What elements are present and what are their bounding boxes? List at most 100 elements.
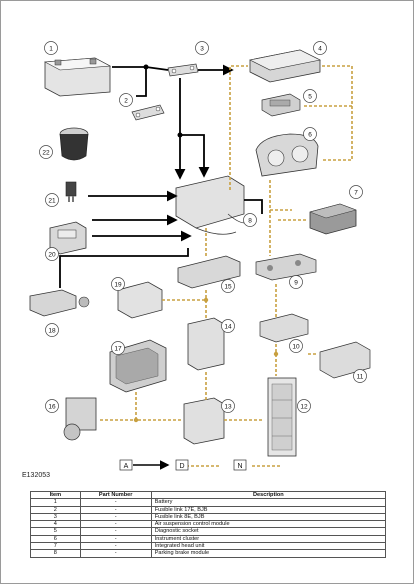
junction-block-component bbox=[109, 339, 167, 393]
module-19-component bbox=[117, 281, 163, 319]
cell-item: 7 bbox=[30, 542, 81, 551]
callout-15: 15 bbox=[221, 279, 235, 293]
callout-17: 17 bbox=[111, 341, 125, 355]
callout-13: 13 bbox=[221, 399, 235, 413]
cell-part-number: - bbox=[79, 527, 152, 536]
callout-4-label: 4 bbox=[318, 46, 322, 53]
callout-5-label: 5 bbox=[308, 94, 312, 101]
cell-description: Air suspension control module bbox=[150, 520, 387, 529]
callout-18: 18 bbox=[45, 323, 59, 337]
table-row: 4-Air suspension control module bbox=[30, 520, 387, 529]
header-item: Item bbox=[30, 490, 81, 500]
callout-20: 20 bbox=[45, 247, 59, 261]
callout-10: 10 bbox=[289, 339, 303, 353]
cell-description: Parking brake module bbox=[150, 549, 387, 558]
fusible-link-8e-component bbox=[167, 63, 199, 77]
cell-part-number: - bbox=[79, 512, 152, 522]
fuse-component bbox=[65, 181, 77, 202]
callout-8-label: 8 bbox=[248, 218, 252, 225]
callout-15-label: 15 bbox=[224, 284, 232, 291]
figure-id: E132053 bbox=[22, 472, 51, 479]
callout-3-label: 3 bbox=[200, 46, 204, 53]
legend-label-n: N bbox=[237, 463, 242, 470]
callout-3: 3 bbox=[195, 41, 209, 55]
cell-part-number: - bbox=[79, 505, 152, 514]
cell-part-number: - bbox=[79, 549, 152, 558]
callout-2: 2 bbox=[119, 93, 133, 107]
table-row: 1-Battery bbox=[30, 498, 387, 507]
parking-brake-module-component bbox=[175, 175, 249, 235]
legend-label-a: A bbox=[124, 463, 129, 470]
callout-7: 7 bbox=[349, 185, 363, 199]
callout-22-label: 22 bbox=[42, 150, 50, 157]
callout-1-label: 1 bbox=[49, 46, 53, 53]
callout-1: 1 bbox=[44, 41, 58, 55]
battery-component bbox=[43, 57, 112, 97]
module-15-component bbox=[177, 255, 241, 289]
callout-19-label: 19 bbox=[114, 282, 122, 289]
module-11-component bbox=[319, 341, 371, 379]
cell-description: Integrated head unit bbox=[150, 542, 387, 551]
table-row: 5-Diagnostic socket bbox=[30, 527, 387, 536]
cell-item: 4 bbox=[30, 520, 81, 529]
fuse-box-component bbox=[267, 377, 297, 457]
callout-4: 4 bbox=[313, 41, 327, 55]
cell-part-number: - bbox=[79, 498, 152, 507]
callout-2-label: 2 bbox=[124, 98, 128, 105]
callout-21: 21 bbox=[45, 193, 59, 207]
legend-bar: A D N bbox=[119, 459, 247, 471]
callout-9-label: 9 bbox=[294, 280, 298, 287]
cell-item: 8 bbox=[30, 549, 81, 558]
table-row: 8-Parking brake module bbox=[30, 549, 387, 558]
callout-14: 14 bbox=[221, 319, 235, 333]
header-part-number: Part Number bbox=[79, 490, 152, 500]
power-wiring bbox=[59, 64, 263, 288]
callout-16-label: 16 bbox=[48, 404, 56, 411]
legend-label-d: D bbox=[179, 463, 184, 470]
control-panel-component bbox=[255, 253, 317, 281]
header-description: Description bbox=[150, 490, 387, 500]
callout-7-label: 7 bbox=[354, 190, 358, 197]
cell-description: Instrument cluster bbox=[150, 534, 387, 544]
ignition-switch-component bbox=[59, 127, 89, 161]
cell-item: 5 bbox=[30, 527, 81, 536]
callout-11: 11 bbox=[353, 369, 367, 383]
abs-unit-component bbox=[63, 397, 97, 441]
cell-item: 1 bbox=[30, 498, 81, 507]
instrument-cluster-component bbox=[255, 133, 319, 177]
callout-10-label: 10 bbox=[292, 344, 300, 351]
fusible-link-17e-component bbox=[131, 104, 165, 121]
cell-description: Diagnostic socket bbox=[150, 527, 387, 536]
callout-17-label: 17 bbox=[114, 346, 122, 353]
parts-table: Item Part Number Description 1-Battery 2… bbox=[30, 490, 387, 558]
cell-description: Fusible link 17E, BJB bbox=[150, 505, 387, 514]
cell-description: Battery bbox=[150, 498, 387, 507]
cell-description: Fusible link 8E, BJB bbox=[150, 512, 387, 522]
module-10-component bbox=[259, 313, 309, 343]
cell-part-number: - bbox=[79, 542, 152, 551]
callout-16: 16 bbox=[45, 399, 59, 413]
air-suspension-module-component bbox=[249, 49, 321, 83]
callout-14-label: 14 bbox=[224, 324, 232, 331]
callout-9: 9 bbox=[289, 275, 303, 289]
module-14-component bbox=[187, 317, 225, 371]
callout-11-label: 11 bbox=[357, 374, 364, 381]
callout-8: 8 bbox=[243, 213, 257, 227]
callout-18-label: 18 bbox=[48, 328, 56, 335]
cell-part-number: - bbox=[79, 520, 152, 529]
table-row: 2-Fusible link 17E, BJB bbox=[30, 505, 387, 514]
integrated-head-unit-component bbox=[309, 203, 357, 235]
callouts: 1 2 3 4 5 6 7 8 9 10 11 12 13 14 15 16 1… bbox=[39, 41, 367, 413]
callout-20-label: 20 bbox=[48, 252, 56, 259]
callout-19: 19 bbox=[111, 277, 125, 291]
table-row: 6-Instrument cluster bbox=[30, 534, 387, 544]
actuator-component bbox=[29, 289, 90, 317]
cell-part-number: - bbox=[79, 534, 152, 544]
table-header-row: Item Part Number Description bbox=[30, 490, 387, 500]
callout-5: 5 bbox=[303, 89, 317, 103]
callout-12: 12 bbox=[297, 399, 311, 413]
callout-21-label: 21 bbox=[48, 198, 56, 205]
callout-6: 6 bbox=[303, 127, 317, 141]
cell-item: 3 bbox=[30, 512, 81, 522]
